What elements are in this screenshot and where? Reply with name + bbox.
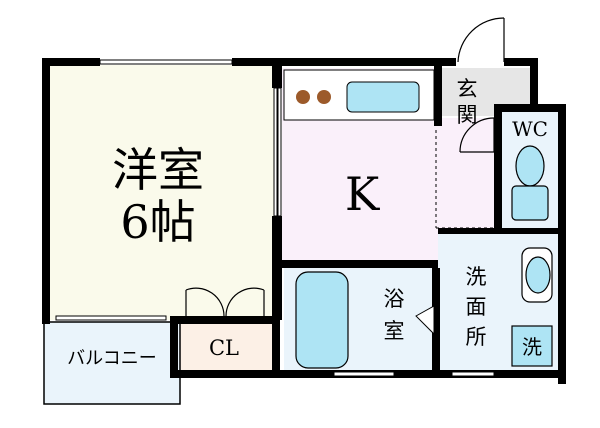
western-room-label: 洋室 [112,143,204,197]
inner-door [459,117,495,153]
western-room-size: 6帖 [120,195,195,249]
closet-label: CL [209,336,239,360]
balcony-floor [43,321,181,405]
toilet-icon [511,145,549,221]
toilet-label: WC [512,117,548,141]
sliding-door [273,87,282,217]
windows [55,59,495,377]
bath-label-1: 浴 [384,287,405,311]
bath-label-2: 室 [384,319,405,343]
entrance-label-1: 玄 [457,77,478,101]
entrance-label-2: 関 [457,103,478,127]
stove-burner-icon [317,90,331,104]
closet-floor [180,320,272,376]
washroom-label-3: 所 [466,325,487,349]
washer-label: 洗 [522,335,542,359]
closet-doors [185,287,265,317]
bathtub-icon [295,271,349,369]
washer-icon [511,325,553,367]
sink-icon [346,81,420,113]
balcony-label: バルコニー [67,348,157,369]
walls [42,58,566,384]
hallway-floor [436,118,498,230]
dashed-divider [435,130,494,229]
washroom-label-1: 洗 [466,265,487,289]
entrance-door [457,17,505,63]
washroom-label-2: 面 [466,295,487,319]
kitchen-counter [283,69,435,121]
western-room-floor [50,65,278,320]
kitchen-label: K [345,167,381,221]
bath-door-icon [415,305,435,336]
stove-burner-icon [296,90,310,104]
wash-basin-icon [521,247,553,303]
